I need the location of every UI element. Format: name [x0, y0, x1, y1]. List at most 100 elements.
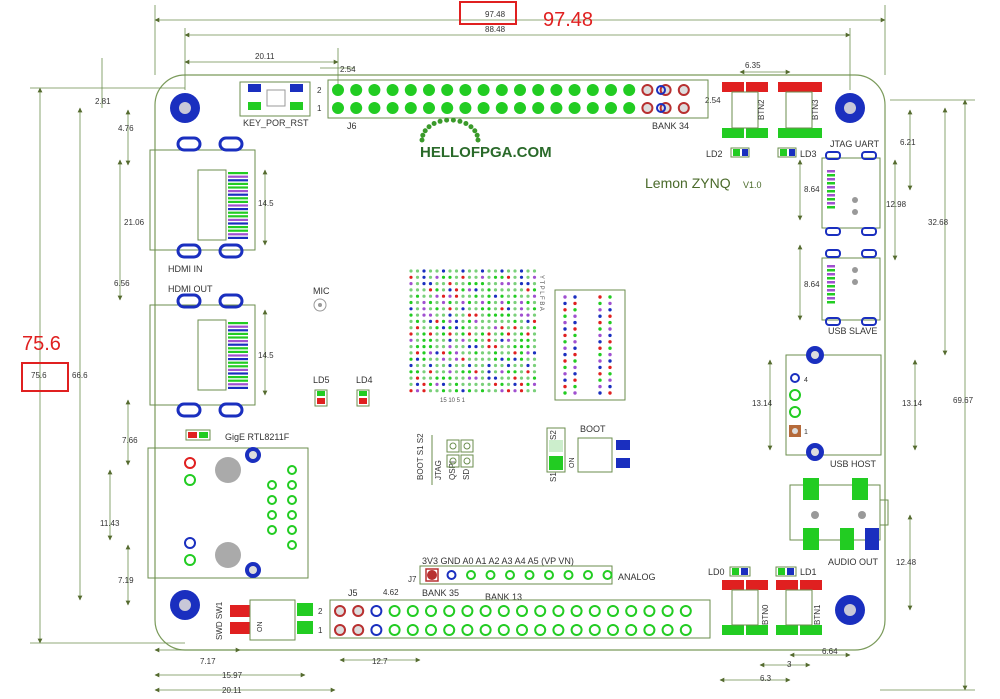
- j5-pin: [516, 605, 528, 617]
- bga-ball: [532, 363, 537, 368]
- bga-ball: [454, 307, 459, 311]
- bga-ball: [409, 389, 413, 393]
- ddr-ball: [608, 314, 612, 318]
- bga-ball: [519, 332, 524, 336]
- bga-ball: [435, 351, 439, 355]
- hdmi-pin: [228, 379, 248, 382]
- bga-ball: [461, 376, 465, 380]
- bga-ball: [448, 326, 452, 330]
- bga-ball: [474, 376, 478, 380]
- hdmi-pin: [228, 322, 248, 325]
- bga-ball: [519, 376, 524, 380]
- bga-ball: [493, 294, 498, 298]
- ddr-ball: [608, 346, 612, 350]
- bga-ball: [532, 282, 537, 286]
- logo-dot: [472, 128, 478, 134]
- bga-ball: [526, 288, 530, 292]
- bga-ball: [454, 326, 459, 330]
- bga-ball: [435, 389, 439, 393]
- bga-ball: [513, 370, 517, 374]
- j5-pin: [661, 624, 674, 636]
- gige-pin: [287, 480, 297, 490]
- bga-ball: [409, 307, 413, 311]
- bga-ball: [467, 370, 472, 374]
- bga-ball: [467, 326, 472, 330]
- bga-ball: [506, 370, 511, 374]
- j5-header: J5 BANK 35 BANK 13 2 1: [318, 588, 711, 639]
- bga-ball: [428, 370, 433, 374]
- bga-ball: [493, 370, 498, 374]
- bga-ball: [461, 275, 465, 279]
- bga-ball: [422, 326, 426, 330]
- bga-ball: [441, 345, 446, 349]
- bga-ball: [474, 357, 478, 361]
- dim-14-5-a: 14.5: [258, 199, 274, 208]
- j6-pin: [550, 102, 563, 114]
- ddr-ball: [598, 327, 602, 331]
- logo-dot: [444, 117, 450, 123]
- bga-ball: [500, 294, 504, 298]
- ddr-ball: [598, 346, 602, 350]
- bga-ball: [454, 275, 459, 279]
- bga-ball: [480, 345, 485, 349]
- hdmi-out: HDMI OUT: [149, 284, 256, 418]
- bga-ball: [493, 345, 498, 349]
- dim-75-6: 75.6: [31, 371, 47, 380]
- bga-ball: [422, 370, 426, 374]
- j6-pin: [368, 102, 381, 114]
- bga-ball: [480, 319, 485, 323]
- bga-ball: [474, 282, 478, 286]
- bga-ball: [513, 357, 517, 361]
- j5-pin: [679, 605, 692, 617]
- bga-ball: [428, 382, 433, 386]
- bga-ball: [409, 300, 413, 305]
- bga-ball: [487, 389, 491, 393]
- bga-ball: [513, 345, 517, 349]
- j5-pin: [588, 605, 601, 617]
- bga-ball: [526, 332, 530, 336]
- bga-ball: [519, 319, 524, 323]
- bga-ball: [532, 376, 537, 380]
- j6-pin: [586, 84, 599, 96]
- bga-ball: [500, 338, 504, 342]
- bga-ball: [526, 275, 530, 279]
- bga-ball: [532, 332, 537, 336]
- sd-mode-label: SD: [462, 469, 471, 480]
- bga-ball: [506, 389, 511, 393]
- j5-pin: [534, 605, 547, 617]
- bga-ball: [441, 376, 446, 380]
- bga-ball: [513, 351, 517, 355]
- bga-ball: [422, 332, 426, 336]
- hdmi-pin: [228, 193, 248, 196]
- bga-ball: [500, 363, 504, 368]
- ddr-ball: [563, 346, 567, 350]
- gige-port: GigE RTL8211F: [147, 429, 309, 579]
- bga-ball: [532, 357, 537, 361]
- j6-pin: [423, 102, 435, 114]
- j6-pin: [477, 102, 490, 114]
- hdmi-pin: [228, 218, 248, 221]
- bga-ball: [480, 307, 485, 311]
- ddr-ball: [573, 384, 577, 389]
- hdmi-pin: [228, 358, 248, 361]
- usb-pin: [827, 198, 835, 201]
- ddr-ball: [563, 327, 567, 331]
- hdmi-pin: [228, 354, 248, 357]
- bga-ball: [422, 269, 426, 273]
- j5-pin: [352, 624, 365, 636]
- dim-15-97: 15.97: [222, 671, 243, 680]
- bga-ball: [422, 313, 426, 317]
- bga-ball: [532, 319, 537, 323]
- dim-3: 3: [787, 660, 792, 669]
- j5-pin: [334, 624, 346, 636]
- bga-ball: [448, 376, 452, 380]
- j5-label: J5: [348, 588, 358, 598]
- bga-ball: [513, 300, 517, 305]
- ddr-ball: [608, 301, 612, 306]
- j5-pin: [461, 605, 474, 617]
- bga-ball: [506, 376, 511, 380]
- bga-ball: [415, 300, 420, 305]
- bga-ball: [454, 282, 459, 286]
- j5-pin: [497, 624, 510, 636]
